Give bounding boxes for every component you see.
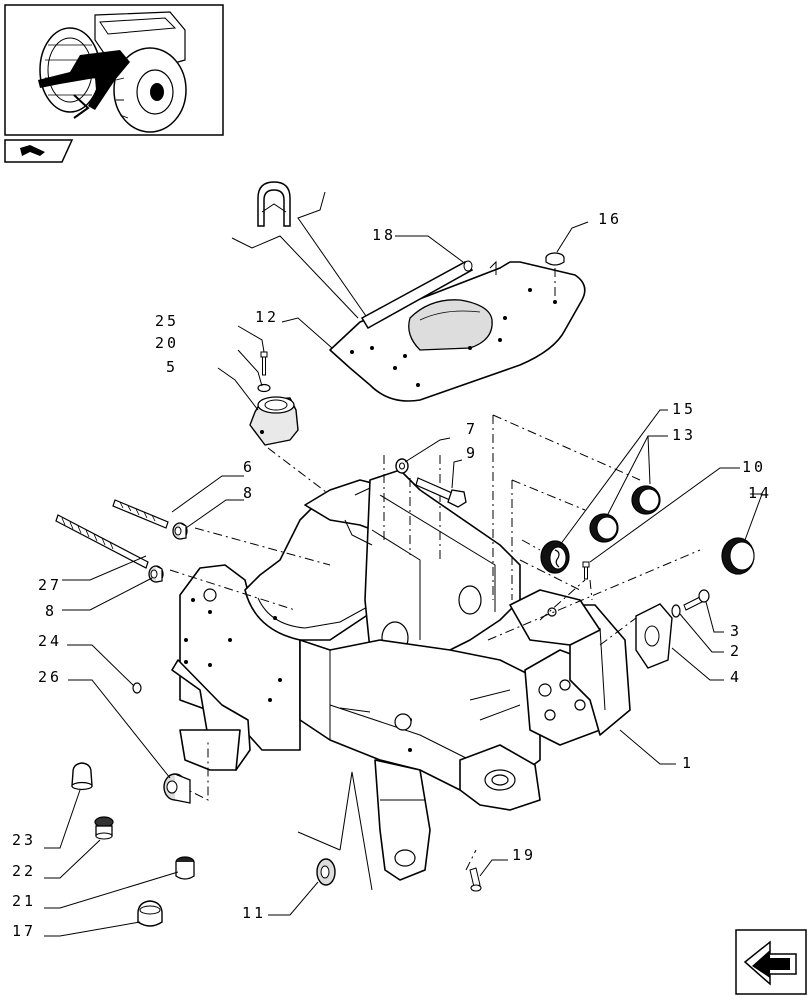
callout-7: 7 [466, 420, 478, 438]
washer-20 [257, 383, 271, 393]
washer-11 [316, 858, 336, 886]
callout-19-label: 19 [512, 846, 536, 864]
front-support-frame [171, 469, 631, 881]
callout-labels: 25 20 5 12 18 16 6 8 7 9 27 8 24 26 23 2… [12, 210, 772, 940]
callout-15: 15 [672, 400, 696, 418]
leader-line [297, 831, 341, 851]
callout-4: 4 [730, 668, 742, 686]
leader-lines [44, 221, 763, 937]
callout-17: 17 [12, 922, 36, 940]
bushing-26 [163, 773, 191, 804]
callout-18: 18 [372, 226, 396, 244]
dashed-axis [487, 549, 701, 641]
dashed-axis [599, 614, 641, 646]
cover-plate [329, 260, 586, 402]
pin-24 [132, 682, 142, 694]
dashed-axis [519, 559, 581, 591]
plug-23 [71, 762, 93, 791]
bracket-5 [249, 396, 299, 446]
plug-14 [721, 537, 755, 575]
callout-27: 27 [38, 576, 62, 594]
screw-10 [582, 561, 590, 580]
plug-17 [137, 900, 163, 927]
callout-2: 2 [730, 642, 742, 660]
callout-25: 25 [155, 312, 179, 330]
cap-16 [545, 252, 565, 266]
stud-27 [55, 514, 149, 569]
cover-4 [635, 603, 673, 669]
callout-3: 3 [730, 622, 742, 640]
spacer-8-lower [148, 565, 164, 583]
dashed-axis [194, 527, 331, 566]
callout-6: 6 [243, 458, 255, 476]
plug-15 [540, 540, 570, 574]
plug-13a [589, 513, 619, 543]
leader-line [231, 235, 359, 319]
dashed-axis [511, 479, 586, 511]
dashed-axis [521, 539, 541, 551]
next-page-arrow-icon[interactable] [735, 929, 807, 995]
dashed-axis [465, 849, 477, 871]
dashed-axis [589, 579, 593, 601]
callout-20: 20 [155, 334, 179, 352]
book-tab-icon[interactable] [4, 139, 74, 163]
stud-6 [112, 499, 169, 529]
screw-3 [683, 589, 710, 611]
plug-21 [175, 856, 195, 880]
callout-12: 12 [255, 308, 279, 326]
callout-ten: 10 [742, 458, 766, 476]
edge-trim-profile [257, 181, 291, 227]
plug-22 [94, 816, 114, 840]
callout-1: 1 [682, 754, 694, 772]
callout-23: 23 [12, 831, 36, 849]
dashed-axis [492, 414, 641, 481]
callout-24: 24 [38, 632, 62, 650]
plug-13b [631, 485, 661, 515]
leader-line [297, 191, 367, 317]
callout-21: 21 [12, 892, 36, 910]
callout-22: 22 [12, 862, 36, 880]
callout-14: 14 [748, 484, 772, 502]
tractor-locator-thumbnail [4, 4, 224, 136]
callout-26: 26 [38, 668, 62, 686]
leader-line [339, 771, 373, 891]
washer-7 [395, 458, 409, 474]
dashed-axis [177, 740, 209, 801]
screw-19 [469, 867, 482, 892]
dashed-axis [169, 569, 296, 611]
callout-16: 16 [598, 210, 622, 228]
washer-2 [671, 604, 681, 618]
callout-9: 9 [466, 444, 478, 462]
callout-11: 11 [242, 904, 266, 922]
callout-8-lower: 8 [45, 602, 57, 620]
callout-8-upper: 8 [243, 484, 255, 502]
bolt-9 [415, 477, 467, 508]
spacer-8-upper [172, 522, 188, 540]
callout-5: 5 [166, 358, 178, 376]
callout-13: 13 [672, 426, 696, 444]
screw-25 [260, 351, 268, 376]
